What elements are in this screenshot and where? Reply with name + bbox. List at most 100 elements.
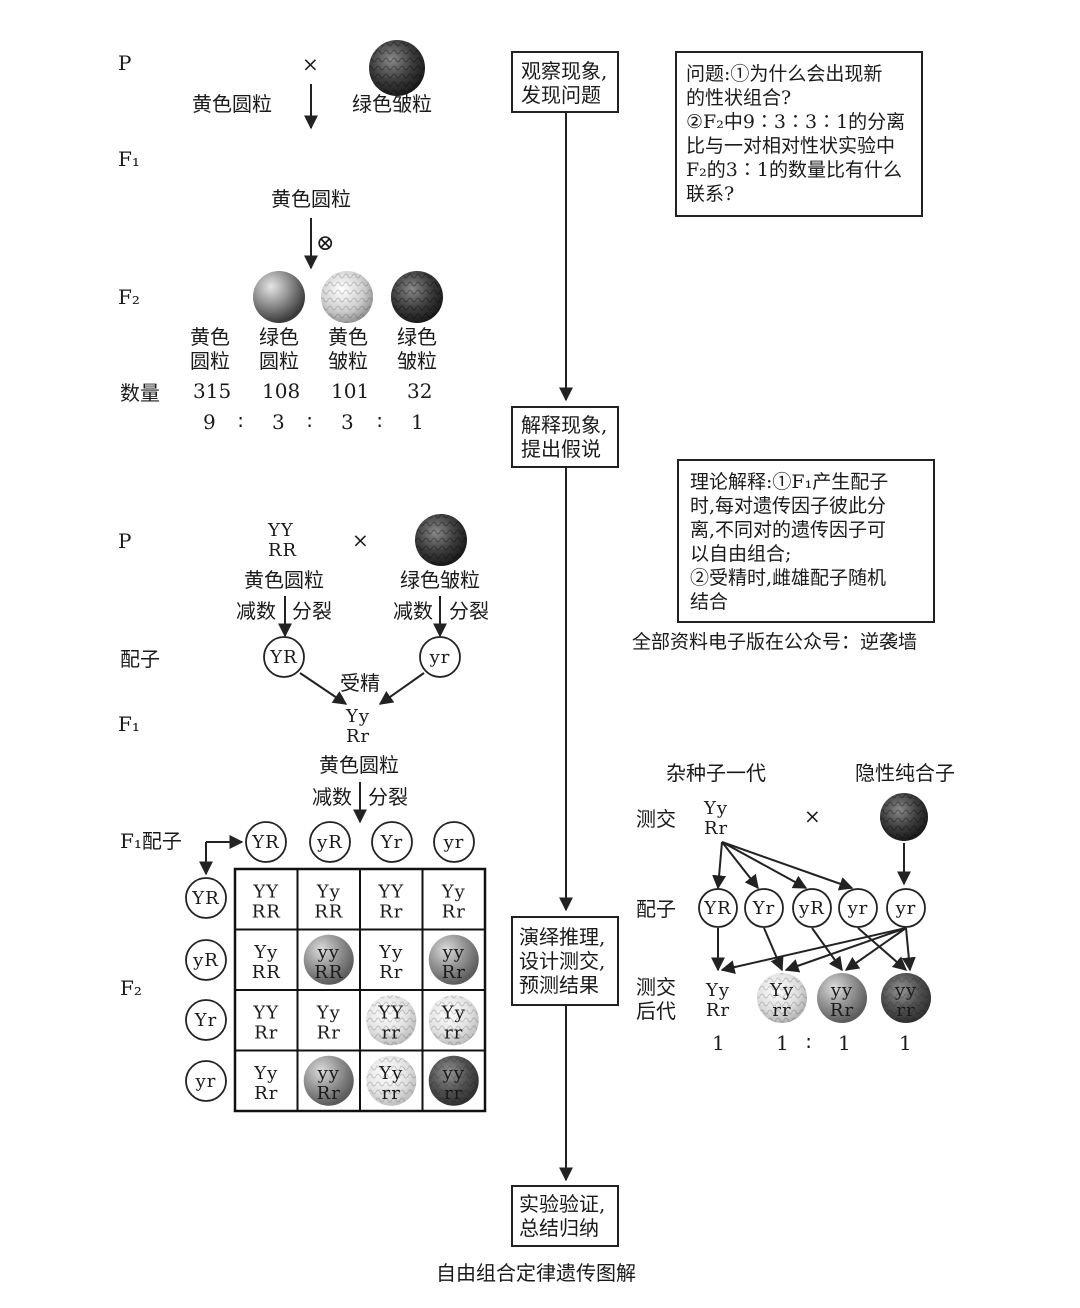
punnett-wrinkle-texture: [428, 995, 479, 1046]
f1-geno-r: Rr: [346, 726, 370, 747]
punnett-cell-geno-y: Yy: [316, 1002, 341, 1023]
p1-geno-y: YY: [267, 520, 294, 541]
count-3: 101: [331, 379, 369, 403]
tc-offspring-geno-r: Rr: [830, 1000, 854, 1021]
punnett-cell-geno-r: Rr: [254, 1022, 278, 1043]
f1-gamete-circle: [185, 999, 227, 1041]
meiosis2-2: 分裂: [368, 785, 408, 809]
f1-gamete-circle: [371, 821, 413, 863]
ratio-9: 9: [203, 410, 216, 434]
fertilization-label: 受精: [340, 671, 380, 695]
count-2: 108: [262, 379, 300, 403]
p-label: P: [118, 51, 131, 75]
tc-hybrid-geno-y: Yy: [703, 798, 728, 819]
tc-offspring-geno-r: rr: [772, 1000, 791, 1021]
yellow-round-label: 黄色圆粒: [192, 92, 272, 116]
punnett-cell-geno-y: yy: [317, 942, 340, 963]
tc-hybrid-to-gamete: [721, 841, 759, 890]
punnett-cell-geno-y: Yy: [253, 1063, 278, 1084]
meiosis-right-1: 减数: [393, 599, 433, 623]
f1-gamete-circle: [185, 877, 227, 919]
step1-line1: 观察现象,: [521, 59, 607, 83]
step3-line1: 演绎推理,: [519, 925, 605, 949]
tc-gamete: Yr: [752, 898, 776, 919]
tc-gamete-circle: [838, 888, 878, 928]
f1-gamete-top: YR: [251, 832, 279, 853]
step-box-observe: [511, 51, 619, 113]
tc-gamete: YR: [703, 898, 731, 919]
tc-recessive-to-offspring: [720, 927, 907, 975]
punnett-cell-geno-y: Yy: [378, 1063, 403, 1084]
punnett-cell-geno-y: yy: [442, 942, 465, 963]
meiosis-left-2: 分裂: [292, 599, 332, 623]
theory-line-6: 结合: [690, 591, 728, 613]
f2-label: F₂: [118, 285, 140, 309]
meiosis2-1: 减数: [312, 785, 352, 809]
f1-gamete-side: yR: [192, 950, 219, 971]
punnett-cell-geno-r: RR: [314, 962, 343, 983]
f1-gamete-top: Yr: [380, 832, 404, 853]
arrow-fert-left: [299, 672, 348, 705]
punnett-cell-geno-y: YY: [377, 1002, 404, 1023]
step-box-hypothesis: [511, 406, 619, 468]
question-line-2: 的性状组合?: [686, 87, 791, 109]
tc-hybrid-to-gamete: [721, 841, 854, 891]
punnett-cell-geno-y: YY: [252, 881, 279, 902]
pheno-3-line1: 黄色: [328, 325, 368, 349]
tc-recessive-to-offspring: [844, 927, 907, 971]
yellow-wrinkled-pea-icon: [391, 271, 443, 323]
theory-line-2: 时,每对遗传因子彼此分: [690, 495, 886, 517]
tc-offspring-wrinkle: [881, 973, 931, 1023]
f1-label-p2: F₁: [118, 712, 140, 736]
tc-gamete-to-offspring: [857, 927, 908, 971]
pheno-2-line1: 绿色: [259, 325, 299, 349]
pheno-2-line2: 圆粒: [259, 349, 299, 373]
punnett-cell-geno-r: Rr: [317, 1022, 341, 1043]
f1-gamete-top: yR: [316, 832, 343, 853]
tc-recessive-to-offspring: [901, 927, 916, 972]
p2-cross: ×: [352, 528, 369, 552]
question-line-3: ②F₂中9∶3∶3∶1的分离: [686, 111, 905, 133]
gamete-yr-circle: [419, 636, 461, 678]
f1-geno-y: Yy: [345, 706, 370, 727]
yellow-round-pea-icon: [253, 271, 305, 323]
theory-line-1: 理论解释:①F₁产生配子: [690, 471, 888, 493]
question-line-6: 联系?: [686, 183, 734, 205]
punnett-cell-geno-y: Yy: [253, 942, 278, 963]
tc-gamete-label: 配子: [636, 897, 676, 921]
punnett-cell-geno-r: RR: [252, 901, 281, 922]
f1-gamete-label: F₁配子: [120, 829, 182, 853]
punnett-cell-geno-r: RR: [252, 962, 281, 983]
tc-recessive-to-offspring: [784, 927, 907, 973]
watermark-text: 全部资料电子版在公众号：逆袭墙: [632, 631, 917, 653]
p1-geno-r: RR: [268, 540, 297, 561]
punnett-pea-icon: [303, 1055, 354, 1106]
punnett-cell-geno-y: YY: [377, 881, 404, 902]
punnett-wrinkle-texture: [366, 995, 417, 1046]
punnett-cell-geno-y: Yy: [316, 881, 341, 902]
meiosis-left-1: 减数: [236, 599, 276, 623]
tc-ratio-1: 1: [712, 1031, 725, 1055]
punnett-cell-geno-r: rr: [444, 1022, 463, 1043]
tc-ratio-sep: ∶: [806, 1031, 811, 1055]
cross-symbol: ×: [302, 52, 319, 76]
tc-gamete: yr: [847, 898, 869, 919]
testcross-label: 测交: [636, 807, 676, 831]
tc-gamete-circle: [744, 888, 784, 928]
pheno-4-line1: 绿色: [397, 325, 437, 349]
punnett-pea-icon: [428, 934, 479, 985]
tc-offspring-geno-y: yy: [830, 980, 853, 1001]
p2-pheno: 绿色皱粒: [400, 568, 480, 592]
ratio-3b: 3: [341, 410, 354, 434]
punnett-pea-icon: [303, 934, 354, 985]
tc-hybrid-to-gamete: [721, 841, 808, 889]
punnett-cell-geno-y: Yy: [441, 881, 466, 902]
punnett-cell-geno-r: Rr: [379, 962, 403, 983]
tc-gamete-circle: [792, 888, 832, 928]
tc-gamete: yR: [798, 898, 825, 919]
testcross-lines: [711, 841, 916, 975]
